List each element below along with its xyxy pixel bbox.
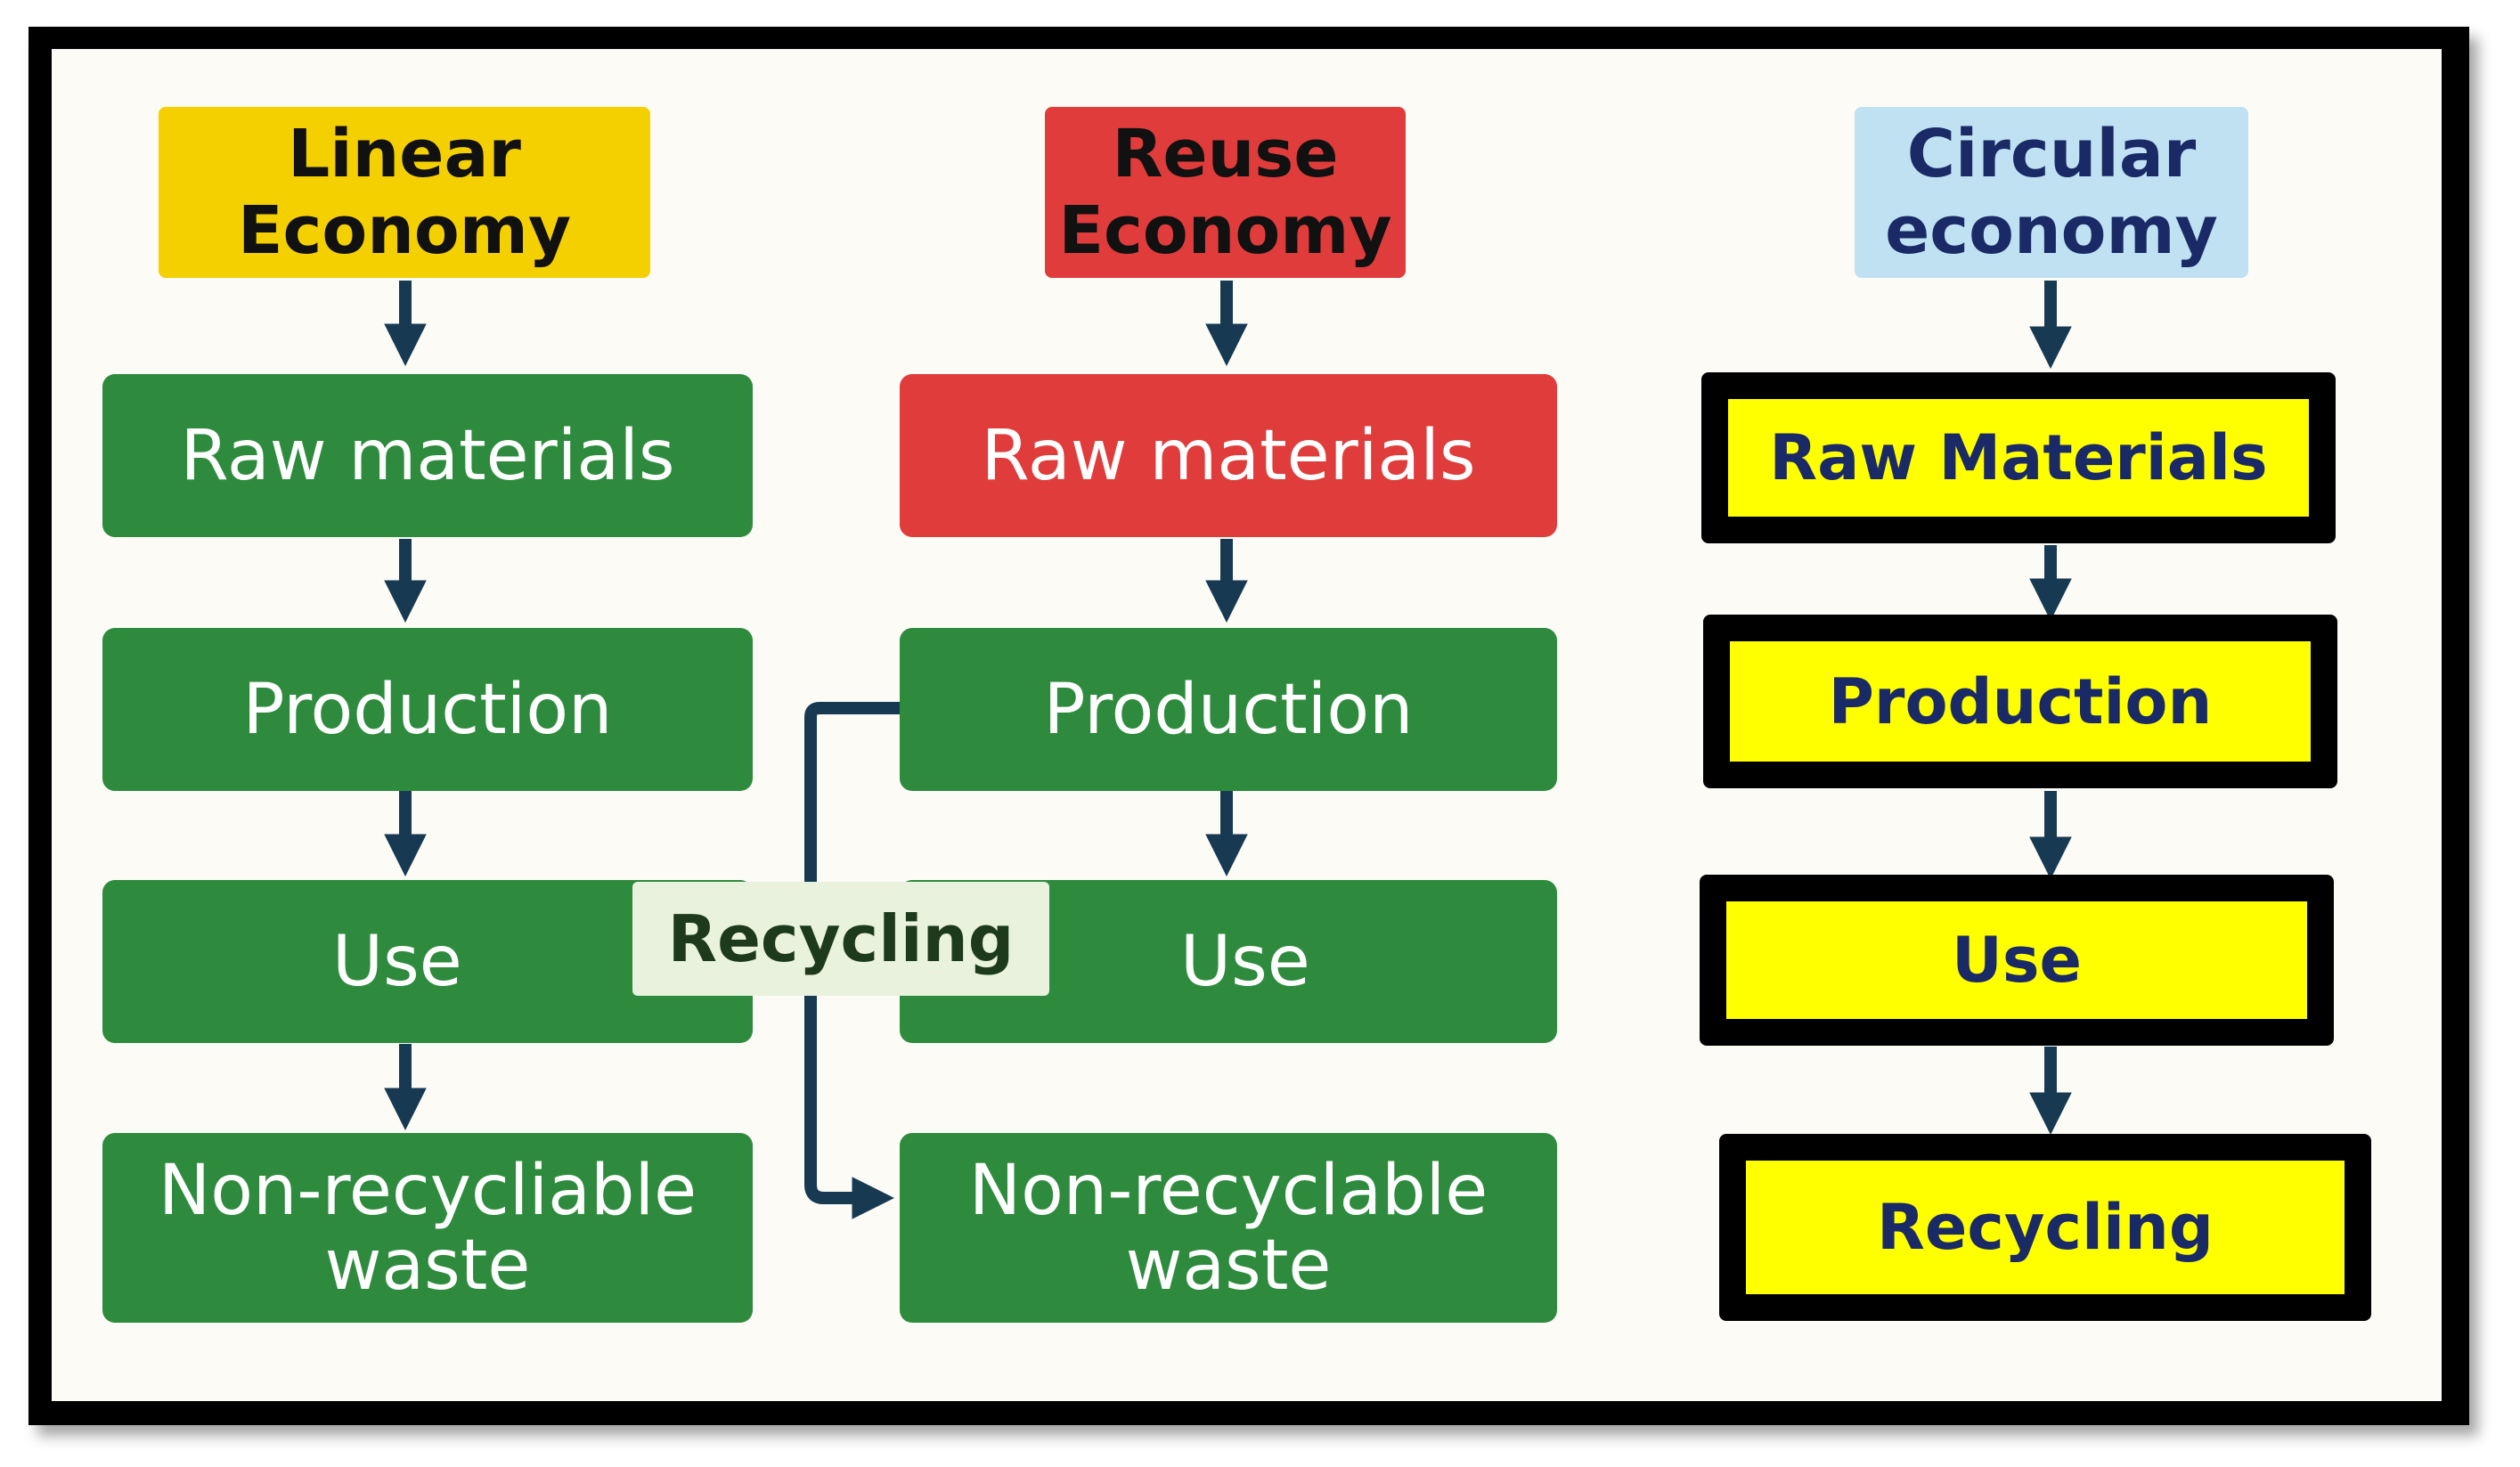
circular-economy-title: Circular economy: [1855, 107, 2248, 278]
reuse-step-production: Production: [900, 628, 1557, 791]
reuse-step-waste: Non-recyclable waste: [900, 1133, 1557, 1323]
circular-step-use: Use: [1700, 875, 2334, 1046]
recycling-loop-label: Recycling: [632, 882, 1049, 996]
circular-step-recycling: Recycling: [1719, 1134, 2371, 1321]
reuse-economy-title: Reuse Economy: [1045, 107, 1406, 278]
circular-step-raw-materials: Raw Materials: [1701, 372, 2336, 543]
linear-step-raw-materials: Raw materials: [102, 374, 753, 537]
reuse-step-raw-materials: Raw materials: [900, 374, 1557, 537]
circular-step-production: Production: [1703, 615, 2337, 788]
linear-economy-title: Linear Economy: [159, 107, 650, 278]
linear-step-production: Production: [102, 628, 753, 791]
linear-step-waste: Non-recycliable waste: [102, 1133, 753, 1323]
